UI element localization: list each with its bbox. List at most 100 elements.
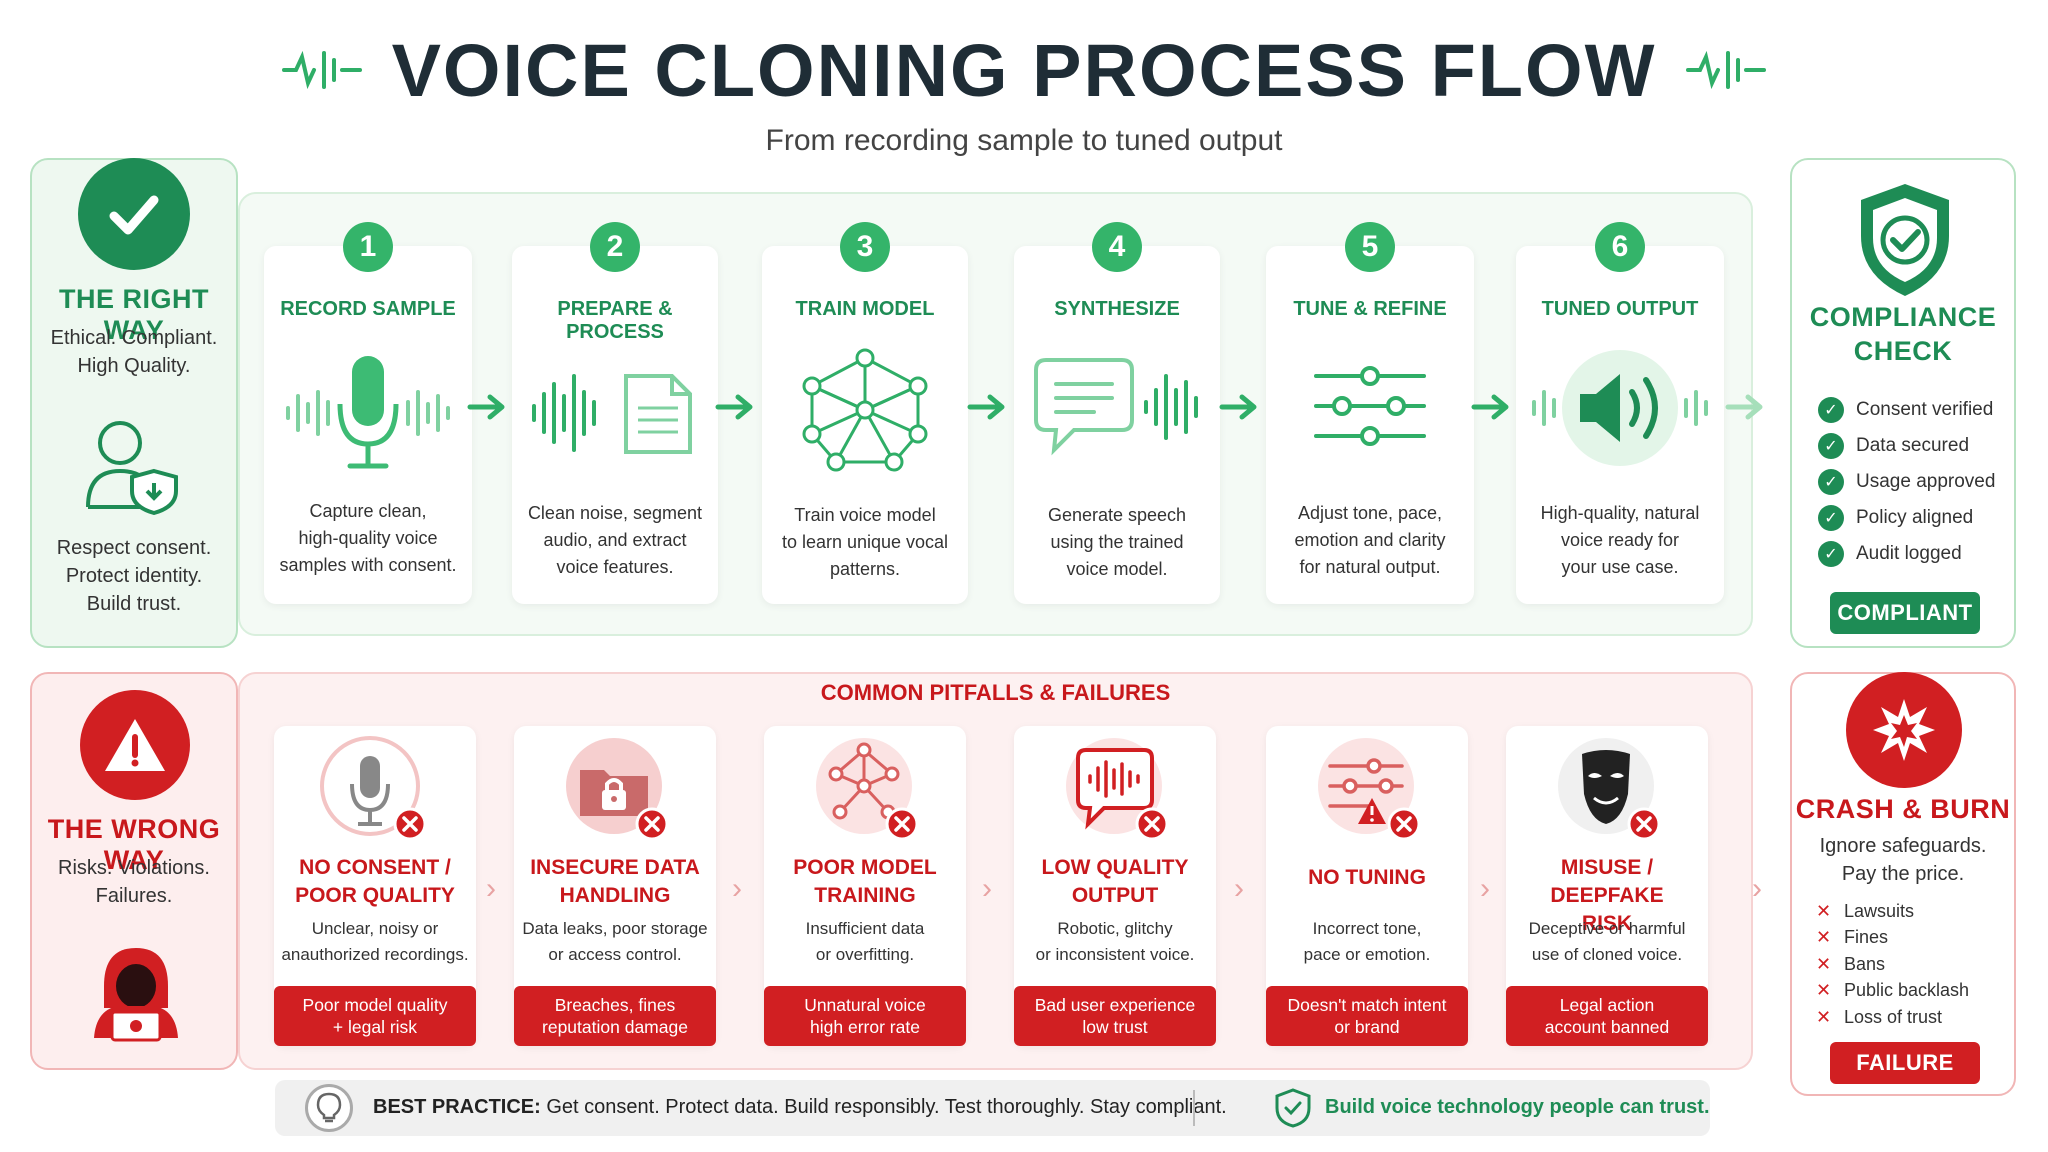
arrow-right-icon — [467, 394, 505, 420]
x-icon: ✕ — [1816, 1006, 1832, 1027]
best-practice-text: BEST PRACTICE: Get consent. Protect data… — [373, 1096, 1227, 1118]
header: VOICE CLONING PROCESS FLOW From recordin… — [0, 20, 2048, 160]
check-icon: ✓ — [1818, 505, 1844, 531]
consequence-item: ✕Bans — [1816, 953, 1886, 974]
check-item: ✓Usage approved — [1818, 464, 2018, 500]
check-item: ✓Consent verified — [1818, 392, 2018, 428]
right-way-title: THE RIGHT WAY — [59, 284, 209, 345]
wrong-way-panel: THE WRONG WAY Risks. Violations. Failure… — [30, 672, 238, 1070]
x-icon: ✕ — [1816, 927, 1832, 948]
glitchy-speech-error-icon — [1066, 738, 1169, 841]
check-item: ✓Data secured — [1818, 428, 2018, 464]
mask-error-icon — [1558, 738, 1661, 841]
consequence-item: ✕Loss of trust — [1816, 1006, 1943, 1027]
shield-check-icon — [1275, 1088, 1311, 1128]
chevron-right-icon: › — [1752, 872, 1762, 905]
microphone-error-icon — [320, 736, 427, 841]
check-item: ✓Policy aligned — [1818, 500, 2018, 536]
best-practice-bar: BEST PRACTICE: Get consent. Protect data… — [275, 1080, 1710, 1136]
crash-title: CRASH & BURN — [1795, 794, 2011, 824]
explosion-icon — [1846, 672, 1962, 788]
step-card-record: 1 RECORD SAMPLE Capture clean, high-qual… — [264, 222, 472, 604]
broken-network-error-icon — [816, 738, 919, 841]
wrong-way-line1: Risks. Violations. — [58, 857, 210, 879]
step-title: TUNE & REFINE — [1293, 298, 1447, 320]
compliant-badge: COMPLIANT — [1830, 592, 1980, 634]
check-item: ✓Audit logged — [1818, 536, 2018, 572]
sliders-warning-icon — [1318, 738, 1421, 841]
step-description: Clean noise, segment audio, and extract … — [527, 503, 703, 577]
speaker-icon — [1532, 350, 1708, 466]
arrow-right-icon — [1725, 394, 1763, 420]
right-way-line1: Ethical. Compliant. — [50, 327, 218, 349]
check-icon: ✓ — [1818, 397, 1844, 423]
chevron-right-icon: › — [1234, 872, 1244, 905]
pitfalls-band — [238, 672, 1753, 1070]
step-description: Capture clean, high-quality voice sample… — [279, 501, 457, 575]
step-card-synthesize: 4 SYNTHESIZE Generate speech using the t… — [1014, 222, 1220, 604]
chevron-right-icon: › — [732, 872, 742, 905]
step-description: Train voice model to learn unique vocal … — [781, 505, 949, 579]
step-number: 5 — [1345, 222, 1395, 272]
lightbulb-icon — [305, 1084, 353, 1132]
sliders-icon — [1314, 366, 1426, 446]
pitfall-title: NO TUNING — [1308, 866, 1426, 889]
check-icon: ✓ — [1818, 541, 1844, 567]
page-subtitle: From recording sample to tuned output — [765, 124, 1283, 157]
step-title: TUNED OUTPUT — [1541, 298, 1699, 320]
step-card-prepare: 2 PREPARE & PROCESS Clean noise, segment… — [512, 222, 718, 604]
right-way-line2: High Quality. — [77, 355, 191, 377]
microphone-icon — [286, 356, 450, 469]
wrong-way-title: THE WRONG WAY — [47, 814, 221, 875]
right-way-tag1: Respect consent. — [56, 537, 212, 559]
divider — [1193, 1090, 1195, 1126]
neural-network-icon — [802, 348, 928, 472]
hacker-icon — [94, 948, 178, 1042]
folder-lock-error-icon — [566, 738, 669, 841]
right-way-tag2: Protect identity. — [65, 565, 203, 587]
x-icon: ✕ — [1816, 980, 1832, 1001]
arrow-right-icon — [715, 394, 753, 420]
wrong-way-line2: Failures. — [95, 885, 173, 907]
right-way-tag3: Build trust. — [86, 593, 182, 615]
chevron-right-icon: › — [982, 872, 992, 905]
chevron-right-icon: › — [486, 872, 496, 905]
user-shield-icon — [86, 421, 178, 515]
arrow-right-icon — [967, 394, 1005, 420]
arrow-right-icon — [1219, 394, 1257, 420]
check-circle-icon — [78, 158, 190, 270]
compliance-panel: COMPLIANCE CHECK ✓Consent verified ✓Data… — [1790, 158, 2016, 648]
consequence-item: ✕Lawsuits — [1816, 900, 1915, 921]
step-number: 1 — [343, 222, 393, 272]
crash-burn-panel: CRASH & BURN Ignore safeguards. Pay the … — [1790, 672, 2016, 1096]
page-title: VOICE CLONING PROCESS FLOW — [391, 28, 1657, 112]
right-way-panel: THE RIGHT WAY Ethical. Compliant. High Q… — [30, 158, 238, 648]
pitfalls-heading: COMMON PITFALLS & FAILURES — [820, 680, 1171, 705]
step-card-tune: 5 TUNE & REFINE Adjust tone, pace, emoti… — [1266, 222, 1474, 604]
step-number: 6 — [1595, 222, 1645, 272]
failure-badge: FAILURE — [1830, 1042, 1980, 1084]
title-row: VOICE CLONING PROCESS FLOW — [0, 20, 2048, 120]
step-number: 4 — [1092, 222, 1142, 272]
compliance-title-line1: COMPLIANCE — [1809, 302, 1997, 332]
x-icon: ✕ — [1816, 953, 1832, 974]
consequence-item: ✕Public backlash — [1816, 980, 1970, 1001]
step-description: Adjust tone, pace, emotion and clarity f… — [1294, 503, 1446, 577]
pitfall-title: NO CONSENT /POOR QUALITY — [295, 856, 455, 907]
x-icon: ✕ — [1816, 900, 1832, 921]
step-number: 2 — [590, 222, 640, 272]
speech-bubble-icon — [1034, 358, 1198, 456]
